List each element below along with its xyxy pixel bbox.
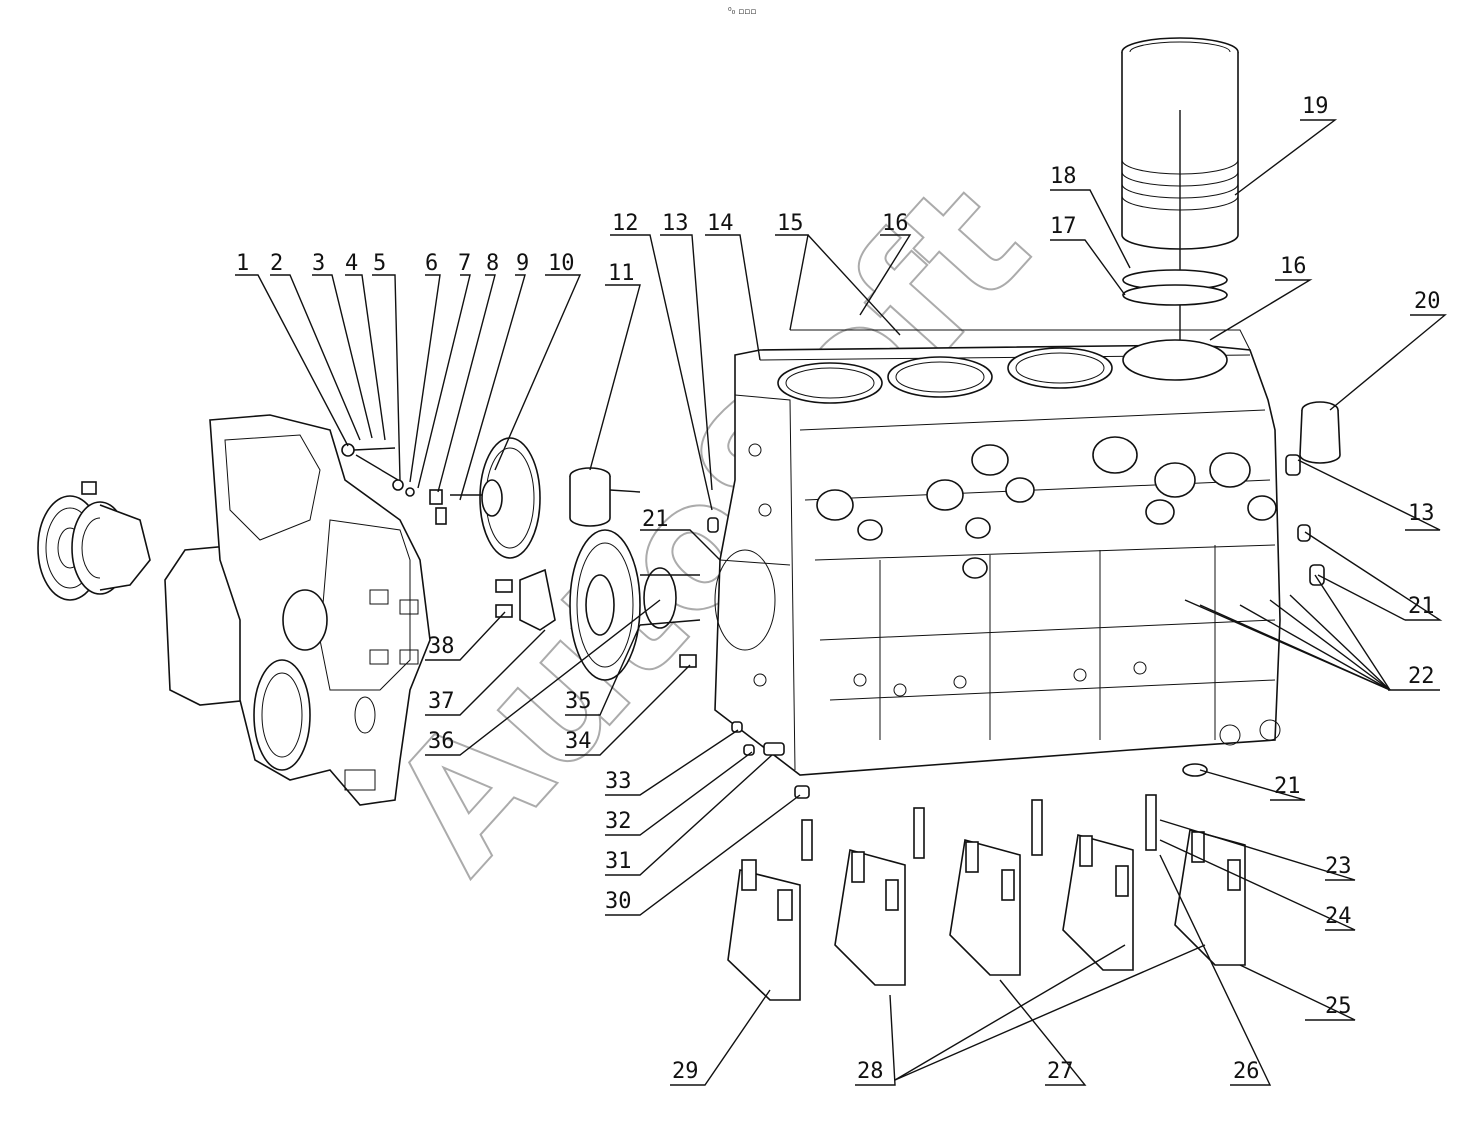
- callout-24: 24: [1325, 904, 1352, 929]
- header-mark: ⁰₀ ▫▫▫: [728, 7, 756, 17]
- main-bearing-caps: [727, 794, 1246, 1001]
- callout-9: 9: [516, 251, 529, 276]
- callout-11: 11: [608, 261, 635, 286]
- callout-13-top: 13: [662, 211, 689, 236]
- callout-17: 17: [1050, 214, 1077, 239]
- callout-36: 36: [428, 729, 455, 754]
- leader-lines: [235, 119, 1447, 1086]
- callout-16-left: 16: [882, 211, 909, 236]
- callout-15: 15: [777, 211, 804, 236]
- liner-o-rings: [1122, 269, 1228, 306]
- small-plugs-right: [1182, 454, 1325, 777]
- callout-7: 7: [458, 251, 471, 276]
- callout-20: 20: [1414, 289, 1441, 314]
- small-plugs-front: [707, 517, 810, 799]
- callout-30: 30: [605, 889, 632, 914]
- callout-8: 8: [486, 251, 499, 276]
- callout-37: 37: [428, 689, 455, 714]
- callout-16-right: 16: [1280, 254, 1307, 279]
- cylinder-liner: [1121, 37, 1239, 370]
- callout-10: 10: [548, 251, 575, 276]
- callout-23: 23: [1325, 854, 1352, 879]
- callout-4: 4: [345, 251, 358, 276]
- callout-2: 2: [270, 251, 283, 276]
- idler-pin-small-parts: [341, 443, 447, 525]
- callout-21-bottom: 21: [1274, 774, 1301, 799]
- callout-21-right: 21: [1408, 594, 1435, 619]
- callout-27: 27: [1047, 1059, 1074, 1084]
- callout-labels: 1 2 3 4 5 6 7 8 9 10 11 12 13 13 14 15 1…: [236, 94, 1441, 1084]
- idler-shaft: [569, 467, 641, 527]
- crankshaft-pulley: [37, 481, 151, 601]
- camshaft-gear: [569, 529, 701, 681]
- callout-1: 1: [236, 251, 249, 276]
- callout-35: 35: [565, 689, 592, 714]
- callout-19: 19: [1302, 94, 1329, 119]
- callout-34: 34: [565, 729, 592, 754]
- cup-plug-large: [1299, 401, 1341, 464]
- callout-13-right: 13: [1408, 501, 1435, 526]
- callout-25: 25: [1325, 994, 1352, 1019]
- callout-33: 33: [605, 769, 632, 794]
- callout-3: 3: [312, 251, 325, 276]
- callout-26: 26: [1233, 1059, 1260, 1084]
- callout-28: 28: [857, 1059, 884, 1084]
- callout-14: 14: [707, 211, 734, 236]
- callout-22: 22: [1408, 664, 1435, 689]
- callout-38: 38: [428, 634, 455, 659]
- idler-gear: [450, 437, 541, 559]
- callout-12: 12: [612, 211, 639, 236]
- callout-6: 6: [425, 251, 438, 276]
- callout-5: 5: [373, 251, 386, 276]
- cylinder-block: [714, 329, 1281, 776]
- callout-31: 31: [605, 849, 632, 874]
- callout-18: 18: [1050, 164, 1077, 189]
- callout-32: 32: [605, 809, 632, 834]
- callout-29: 29: [672, 1059, 699, 1084]
- timing-gear-housing: [164, 414, 431, 806]
- callout-21-left: 21: [642, 507, 669, 532]
